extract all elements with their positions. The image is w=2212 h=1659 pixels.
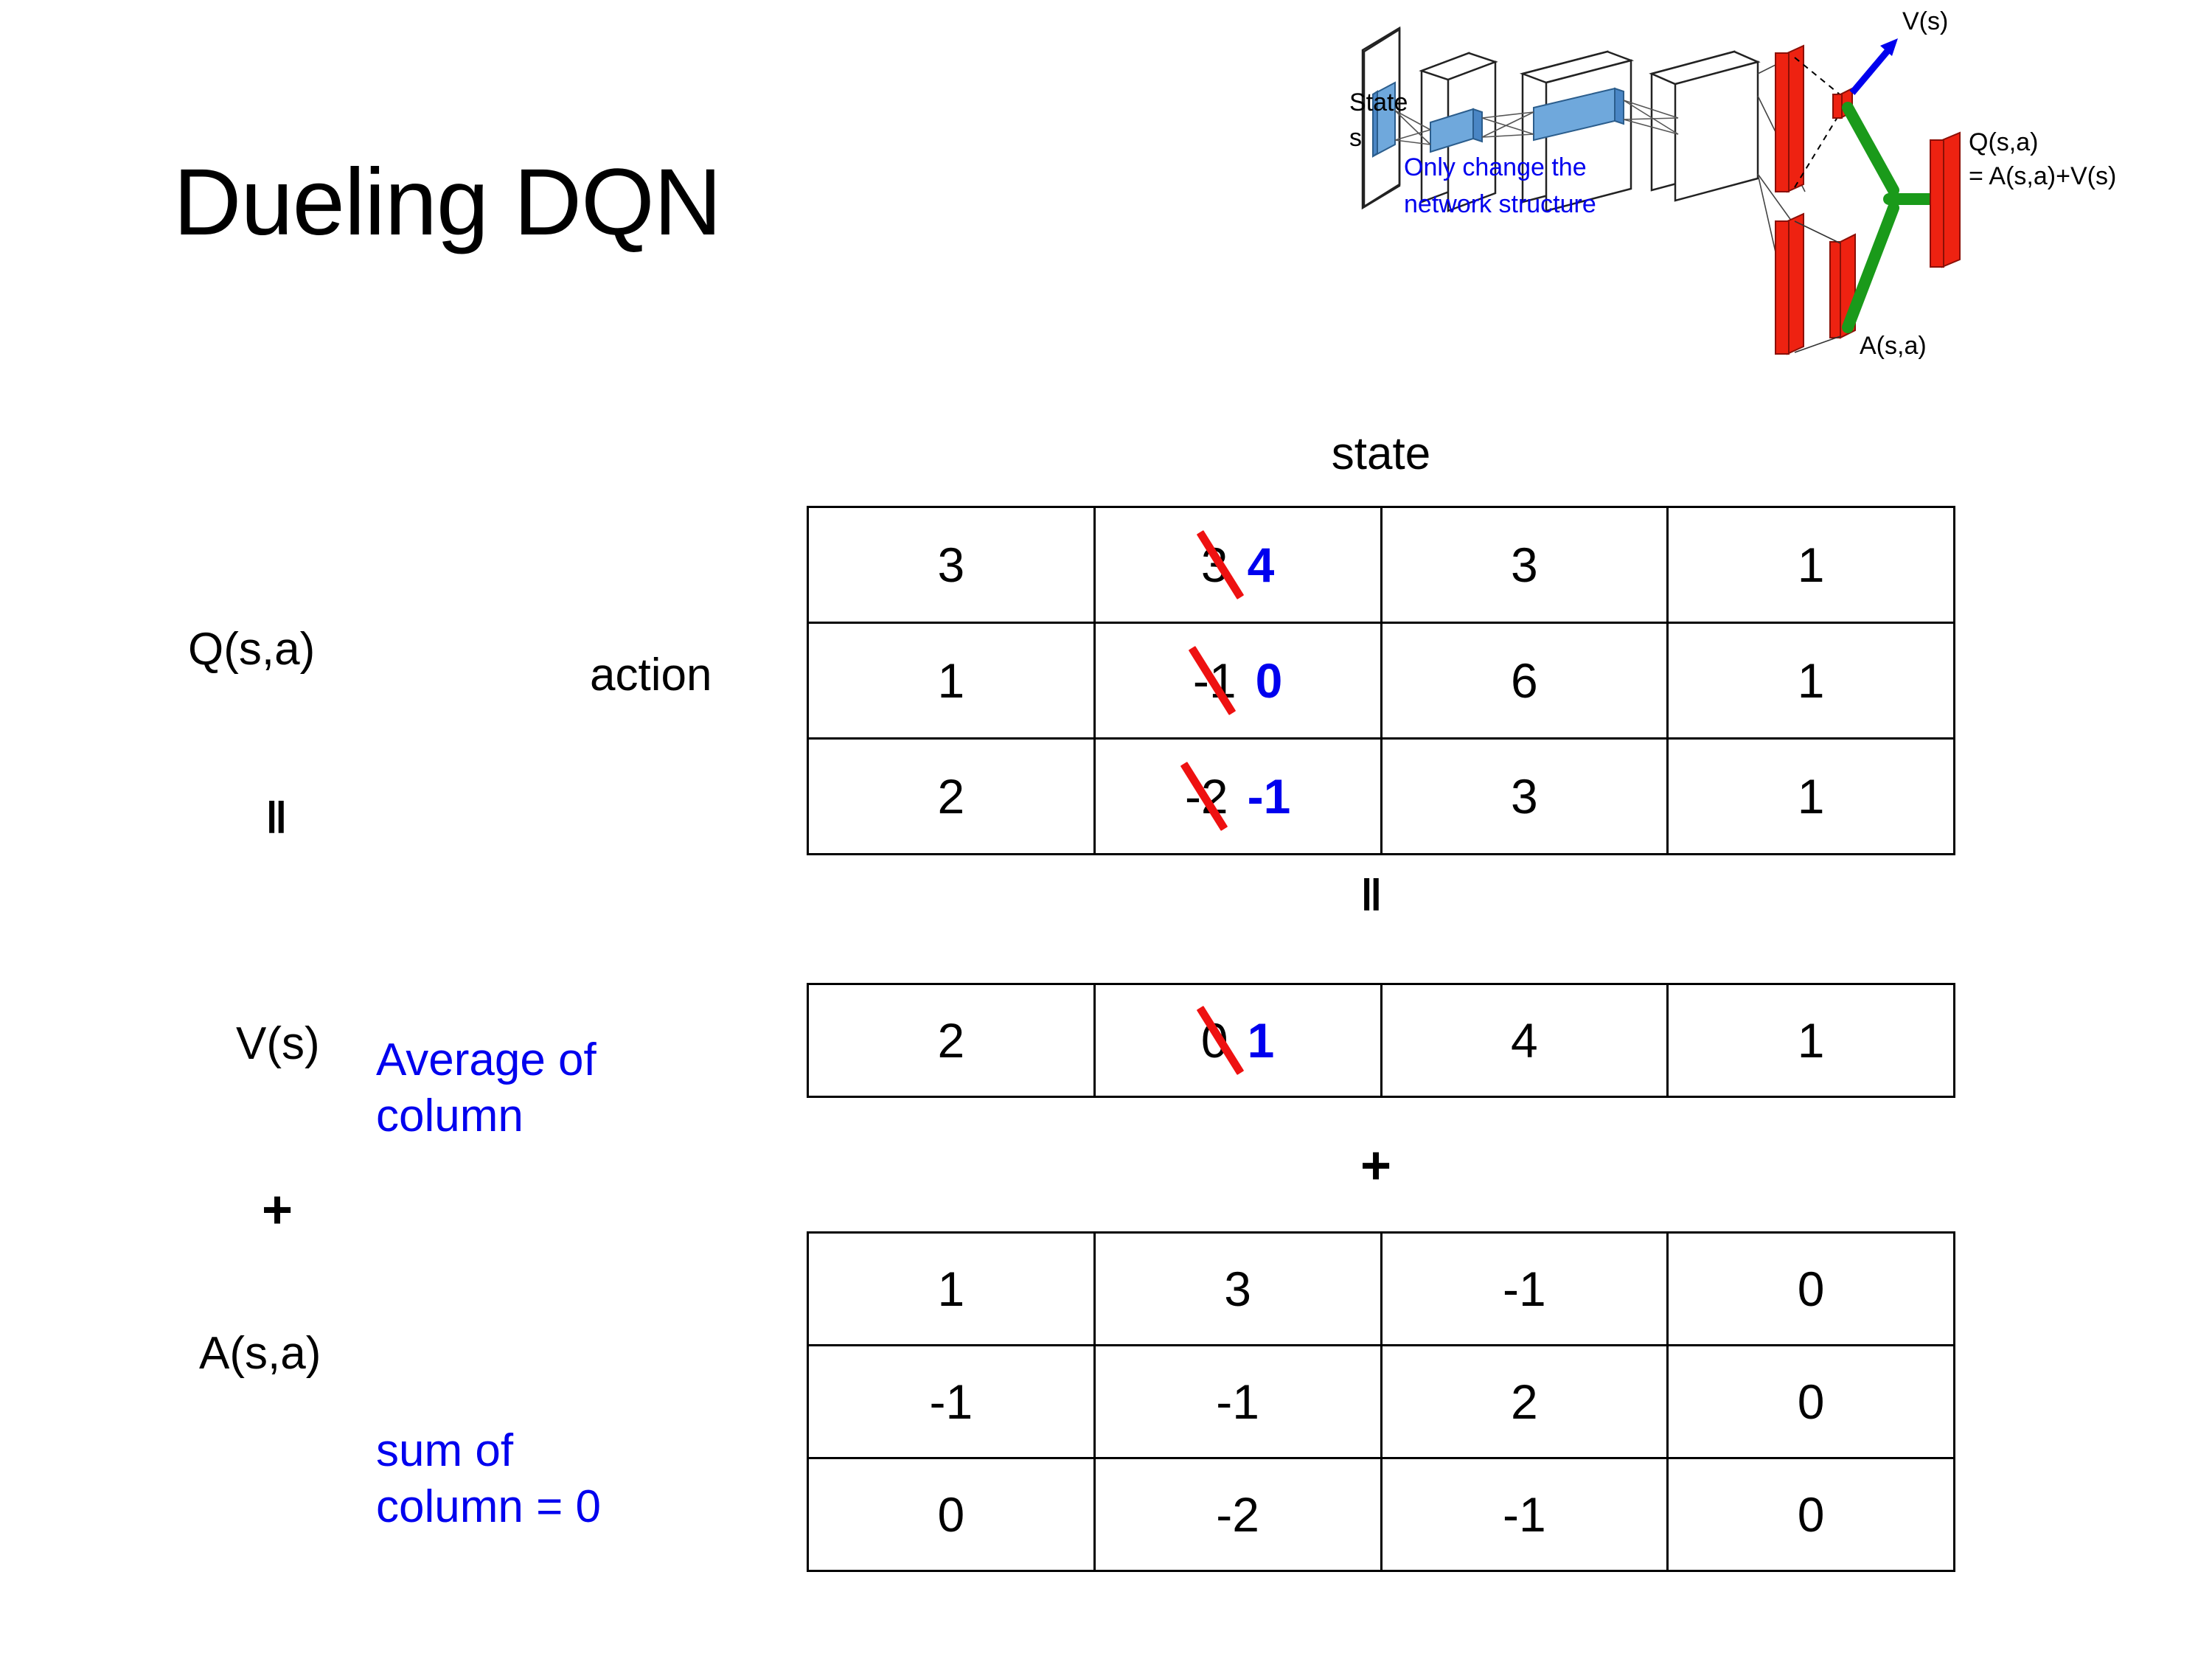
table-cell: 1 <box>807 622 1096 740</box>
edited-cell: -2 -1 <box>1185 768 1290 824</box>
sum-note-line1: sum of <box>376 1425 514 1476</box>
table-cell: 3 <box>1380 506 1669 624</box>
table-cell: 1 <box>1666 506 1955 624</box>
table-cell: 3 <box>1093 1231 1382 1346</box>
table-cell: 2 <box>807 737 1096 855</box>
state-axis-label: state <box>1331 428 1431 479</box>
new-value: 0 <box>1255 653 1283 708</box>
diagram-note-line1: Only change the <box>1404 153 1587 181</box>
average-note-line1: Average of <box>376 1034 597 1085</box>
new-value: 4 <box>1247 538 1275 592</box>
table-cell: 3 <box>807 506 1096 624</box>
q-function-label: Q(s,a) <box>188 624 316 675</box>
v-function-label: V(s) <box>236 1018 320 1069</box>
sum-note-line2: column = 0 <box>376 1481 602 1532</box>
diagram-q-label-line1: Q(s,a) <box>1969 128 2038 156</box>
table-cell: 2 <box>1380 1344 1669 1459</box>
average-of-column-note: Average of column <box>376 1032 723 1144</box>
dueling-network-diagram: V(s) State s Only change the network str… <box>1106 0 2212 413</box>
table-cell: 2 <box>807 983 1096 1098</box>
equals-sign-middle: ‖ <box>1360 871 1382 920</box>
page-title: Dueling DQN <box>173 150 722 255</box>
equals-sign-left: ‖ <box>265 793 288 843</box>
new-value: -1 <box>1247 769 1291 824</box>
action-axis-label: action <box>590 650 712 700</box>
diagram-state-label-line1: State <box>1349 88 1408 116</box>
new-value: 1 <box>1247 1013 1275 1068</box>
table-cell: 3 <box>1380 737 1669 855</box>
diagram-note-line2: network structure <box>1404 190 1596 218</box>
table-cell: -2 <box>1093 1457 1382 1572</box>
table-cell: -1 0 <box>1093 622 1382 740</box>
struck-old-value: 0 <box>1200 1013 1228 1068</box>
table-cell: 0 <box>1666 1457 1955 1572</box>
table-cell: 0 <box>1666 1344 1955 1459</box>
diagram-q-label-line2: = A(s,a)+V(s) <box>1969 162 2116 190</box>
table-cell: 1 <box>1666 983 1955 1098</box>
table-cell: -1 <box>1093 1344 1382 1459</box>
diagram-state-label-line2: s <box>1349 124 1362 152</box>
table-cell: -1 <box>807 1344 1096 1459</box>
table-cell: -2 -1 <box>1093 737 1382 855</box>
table-cell: 0 <box>1666 1231 1955 1346</box>
table-cell: -1 <box>1380 1231 1669 1346</box>
struck-old-value: -2 <box>1184 769 1228 824</box>
table-cell: -1 <box>1380 1457 1669 1572</box>
average-note-line2: column <box>376 1090 524 1141</box>
diagram-a-label: A(s,a) <box>1860 332 1927 360</box>
table-cell: 1 <box>1666 622 1955 740</box>
a-function-label: A(s,a) <box>199 1328 321 1379</box>
table-cell: 1 <box>807 1231 1096 1346</box>
struck-old-value: -1 <box>1192 653 1237 708</box>
edited-cell: -1 0 <box>1193 653 1282 709</box>
table-cell: 4 <box>1380 983 1669 1098</box>
table-cell: 1 <box>1666 737 1955 855</box>
plus-sign-left: + <box>262 1180 293 1239</box>
diagram-v-label: V(s) <box>1902 7 1948 35</box>
table-cell: 0 <box>807 1457 1096 1572</box>
plus-sign-middle: + <box>1360 1136 1392 1195</box>
sum-of-column-note: sum of column = 0 <box>376 1423 759 1534</box>
struck-old-value: 3 <box>1200 538 1228 592</box>
table-cell: 6 <box>1380 622 1669 740</box>
